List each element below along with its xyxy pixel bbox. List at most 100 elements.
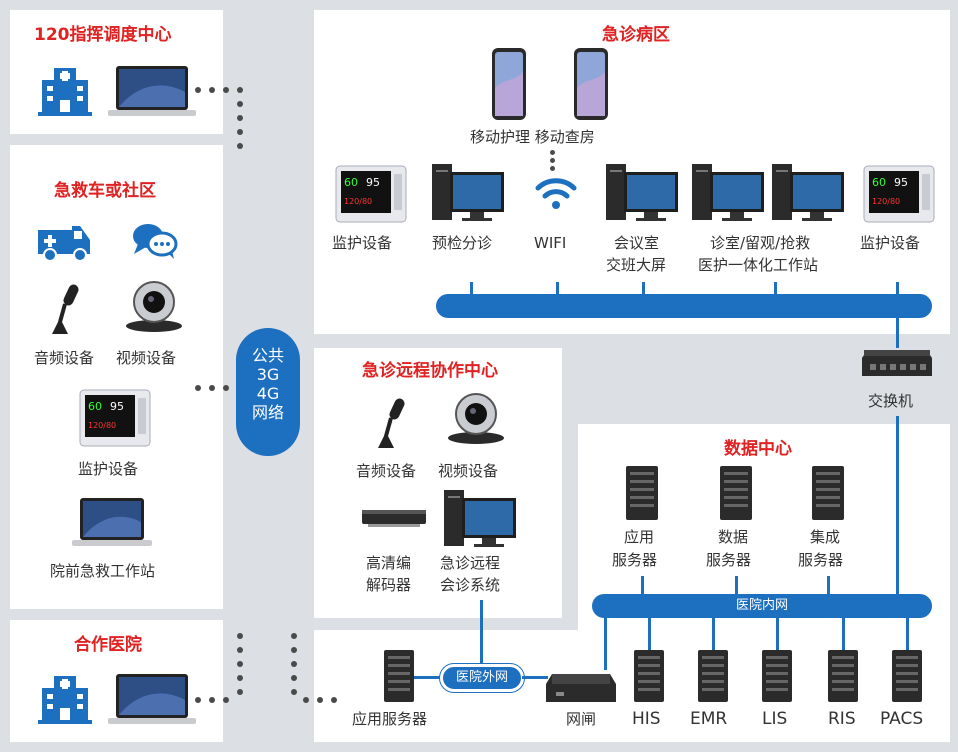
switch-to-datacenter-line [896,416,899,604]
connector-dot [237,689,243,695]
connector-dot [237,129,243,135]
his-server-icon [634,650,664,702]
partner-hospital-title: 合作医院 [74,635,142,655]
connector-dot [223,697,229,703]
pacs-label: PACS [880,709,924,729]
connector-dot [237,633,243,639]
intranet-drop-his [648,618,651,652]
monitor-reading-spo2: 95 [366,176,380,189]
monitor-reading-hr: 60 [344,176,358,189]
connector-dot [291,661,297,667]
data-server-label-1: 数据 [718,528,749,546]
wifi-connector-dot [550,150,555,155]
desktop-computer-icon [692,164,764,221]
partner-laptop-icon [108,674,196,724]
app-server-icon [626,466,658,520]
desktop-computer-icon [606,164,678,221]
connector-dot [291,675,297,681]
patient-monitor-icon: 60 95 120/80 [79,389,151,447]
remote-video-label: 视频设备 [438,462,499,480]
public-network-node: 公共 3G 4G 网络 [236,328,300,456]
integration-server-label-2: 服务器 [798,551,844,569]
ambulance-video-label: 视频设备 [116,349,177,367]
gateway-icon [546,674,616,702]
connector-dot [223,385,229,391]
integration-server-label-1: 集成 [810,528,841,546]
consult-computer-icon [444,490,516,547]
remote-to-extranet-line [480,600,483,666]
connector-dot [209,697,215,703]
data-center-title: 数据中心 [724,439,792,459]
monitor-reading-spo2: 95 [894,176,908,189]
chat-bubble-icon [133,224,178,259]
monitor-reading-hr: 60 [88,400,102,413]
monitor-reading-spo2: 95 [110,400,124,413]
ambulance-monitor-label: 监护设备 [78,460,139,478]
ward-drop-4 [774,282,777,296]
ambulance-audio-label: 音频设备 [34,349,95,367]
switch-label: 交换机 [868,392,914,410]
mobile-phone-icon [492,48,526,120]
desktop-computer-icon [772,164,844,221]
remote-consult-label-1: 急诊远程 [440,554,501,572]
connector-dot [237,675,243,681]
prehospital-workstation-label: 院前急救工作站 [50,562,156,580]
ris-server-icon [828,650,858,702]
app-server-label-2: 服务器 [612,551,658,569]
wifi-icon [535,178,577,209]
ward-network-bus [436,294,932,318]
lis-label: LIS [762,709,788,729]
remote-webcam-icon [448,393,504,444]
pacs-server-icon [892,650,922,702]
intranet-label: 医院内网 [735,598,788,613]
connector-dot [331,697,337,703]
connector-dot [237,87,243,93]
connector-dot [195,697,201,703]
extranet-line-left [414,676,444,679]
connector-dot [291,689,297,695]
his-label: HIS [632,709,661,729]
ambulance-community-title: 急救车或社区 [54,181,156,201]
ward-drop-5 [896,282,899,296]
intranet-drop-ris [842,618,845,652]
lis-server-icon [762,650,792,702]
network-switch-icon [862,350,932,376]
clinic-observation-label: 诊室/留观/抢救 [710,234,811,252]
ward-to-switch-line [896,318,899,348]
hospital-extranet-node: 医院外网 [440,664,524,692]
connector-dot [237,143,243,149]
connector-dot [303,697,309,703]
patient-monitor-icon: 60 95 120/80 [335,165,407,223]
gateway-label: 网闸 [566,710,597,728]
dc-drop-2 [735,576,738,596]
intranet-drop-lis [776,618,779,652]
public-network-line-4: 网络 [251,403,284,422]
app-server-icon [384,650,414,702]
ris-label: RIS [828,709,856,729]
remote-microphone-icon [378,398,405,448]
laptop-icon [108,66,196,116]
workstation-laptop-icon [72,498,152,546]
hd-codec-label-1: 高清编 [366,554,412,572]
wifi-label: WIFI [534,234,567,252]
intranet-drop-pacs [906,618,909,652]
connector-dot [195,385,201,391]
hospital-icon [38,68,92,116]
remote-audio-label: 音频设备 [356,462,417,480]
ward-drop-3 [642,282,645,296]
dc-drop-1 [641,576,644,596]
monitor-reading-bp: 120/80 [88,421,116,430]
connector-dot [237,661,243,667]
connector-dot [237,647,243,653]
dc-drop-3 [827,576,830,596]
app-server-label-1: 应用 [624,528,655,546]
integrated-workstation-label: 医护一体化工作站 [698,256,819,274]
desktop-computer-icon [432,164,504,221]
emergency-ward-title: 急诊病区 [602,25,670,45]
public-network-line-3: 4G [256,384,280,403]
mobile-phone-icon [574,48,608,120]
wifi-connector-dot [550,166,555,171]
connector-dot [291,633,297,639]
dispatch-center-title: 120指挥调度中心 [34,25,172,45]
wifi-connector-dot [550,158,555,163]
